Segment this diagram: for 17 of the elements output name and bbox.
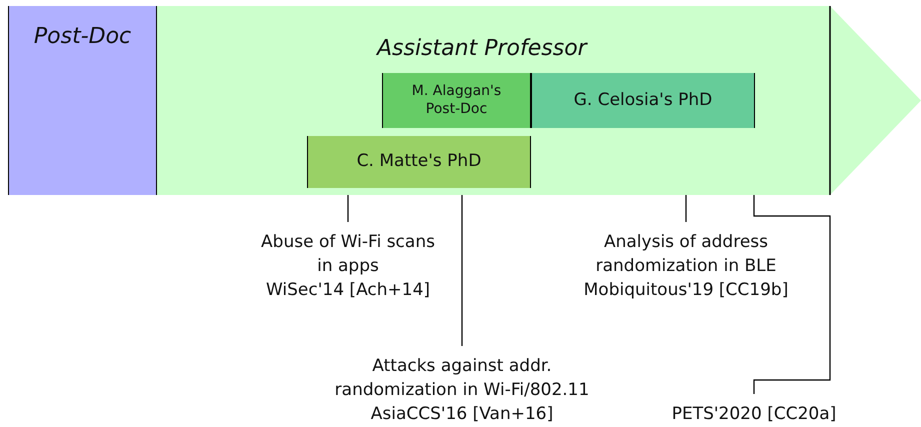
publication-venue: WiSec'14 [Ach+14] xyxy=(264,279,432,302)
career-phase-band xyxy=(8,6,157,195)
supervision-bar: M. Alaggan's Post-Doc xyxy=(382,73,531,128)
publication-title: Analysis of address randomization in BLE xyxy=(594,231,778,278)
leader-line xyxy=(347,195,349,222)
supervision-bar: C. Matte's PhD xyxy=(307,136,531,188)
supervision-bar: G. Celosia's PhD xyxy=(531,73,755,128)
phase-title: Assistant Professor xyxy=(377,36,587,61)
publication-venue: PETS'2020 [CC20a] xyxy=(670,403,838,426)
publication-title: Abuse of Wi-Fi scans in apps xyxy=(260,231,436,278)
publication-venue: AsiaCCS'16 [Van+16] xyxy=(370,403,554,426)
leader-line xyxy=(685,195,687,222)
phase-title: Post-Doc xyxy=(32,24,132,49)
leader-line xyxy=(753,195,831,394)
leader-line xyxy=(461,195,463,346)
publication-title: Attacks against addr. randomization in Wi-Fi/802.11 xyxy=(334,355,590,402)
publication-venue: Mobiquitous'19 [CC19b] xyxy=(582,279,790,302)
